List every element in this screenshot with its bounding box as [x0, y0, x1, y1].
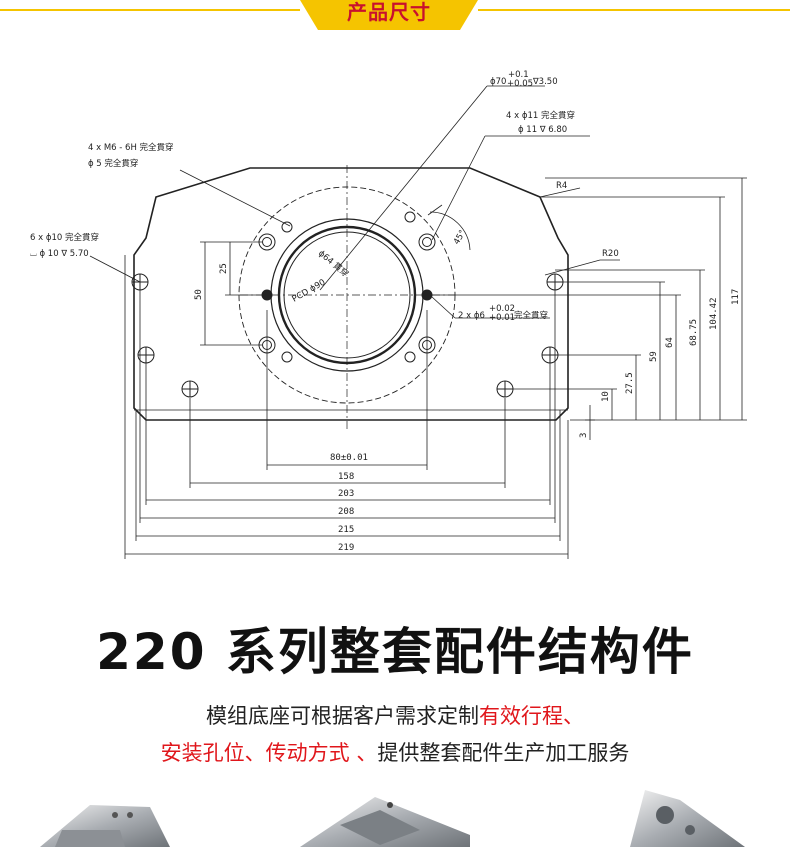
- callout-holes10-line2: ⌴ ϕ 10 ∇ 5.70: [30, 249, 89, 259]
- callout-holes11-line2: ϕ 11 ∇ 6.80: [518, 125, 567, 135]
- callout-m6-line2: ϕ 5 完全貫穿: [88, 158, 138, 169]
- dim-27-5: 27.5: [625, 372, 635, 394]
- dim-68-75: 68.75: [689, 319, 699, 346]
- callout-bore-dia: ϕ64 貫穿: [316, 248, 351, 280]
- callout-pcd: PCD ϕ90: [291, 278, 328, 305]
- section-header-tab: 产品尺寸: [300, 0, 478, 36]
- callout-bore-tol-upper: +0.1: [508, 70, 529, 80]
- desc-line1-normal: 模组底座可根据客户需求定制: [206, 704, 479, 728]
- header-divider-left: [0, 9, 300, 11]
- callout-r4: R4: [556, 181, 567, 191]
- header-divider-right: [478, 9, 790, 11]
- dim-64: 64: [665, 337, 675, 348]
- callout-pin-tol-upper: +0.02: [489, 304, 515, 314]
- technical-drawing: ϕ70 +0.1 +0.05 ∇3.50 4 x ϕ11 完全貫穿 ϕ 11 ∇…: [30, 70, 747, 559]
- dim-219: 219: [338, 543, 354, 553]
- dim-80: 80±0.01: [330, 453, 368, 463]
- callout-holes10-line1: 6 x ϕ10 完全貫穿: [30, 232, 99, 243]
- description-line-1: 模组底座可根据客户需求定制有效行程、: [0, 700, 790, 730]
- product-photo-rail: [40, 805, 170, 847]
- dim-203: 203: [338, 489, 354, 499]
- dim-208: 208: [338, 507, 354, 517]
- plate-outline: [133, 167, 569, 421]
- description-line-2: 安装孔位、传动方式 、提供整套配件生产加工服务: [0, 737, 790, 767]
- dim-117: 117: [731, 289, 741, 305]
- callout-pin-holes: 2 x ϕ6: [458, 311, 485, 321]
- product-photo-block: [300, 797, 470, 847]
- dim-215: 215: [338, 525, 354, 535]
- callout-m6-line1: 4 x M6 - 6H 完全貫穿: [88, 142, 174, 153]
- callout-r20: R20: [602, 249, 619, 259]
- dim-104-42: 104.42: [709, 297, 719, 330]
- dim-3: 3: [579, 433, 589, 438]
- desc-line2-highlight: 安装孔位、传动方式 、: [160, 741, 378, 765]
- callout-bore-depth: ∇3.50: [532, 77, 558, 87]
- callout-pin-suffix: 完全貫穿: [514, 310, 548, 321]
- callout-angle: 45°: [452, 228, 468, 246]
- dim-59: 59: [649, 351, 659, 362]
- product-photos: [40, 790, 745, 847]
- dim-10: 10: [601, 391, 611, 402]
- desc-line2-normal: 提供整套配件生产加工服务: [377, 741, 630, 765]
- desc-line1-highlight: 有效行程、: [479, 704, 584, 728]
- callout-bore: ϕ70: [490, 77, 506, 87]
- hole-10-group: [131, 273, 564, 398]
- dim-158: 158: [338, 472, 354, 482]
- callout-holes11-line1: 4 x ϕ11 完全貫穿: [506, 110, 575, 121]
- main-heading: 220 系列整套配件结构件: [96, 623, 694, 681]
- section-title: 产品尺寸: [347, 0, 431, 24]
- product-photo-bracket: [630, 790, 745, 847]
- dim-50: 50: [194, 289, 204, 300]
- callout-bore-tol-lower: +0.05: [507, 79, 533, 89]
- header-tab-shape: [300, 0, 478, 30]
- dim-25: 25: [219, 263, 229, 274]
- callout-pin-tol-lower: +0.01: [489, 313, 515, 323]
